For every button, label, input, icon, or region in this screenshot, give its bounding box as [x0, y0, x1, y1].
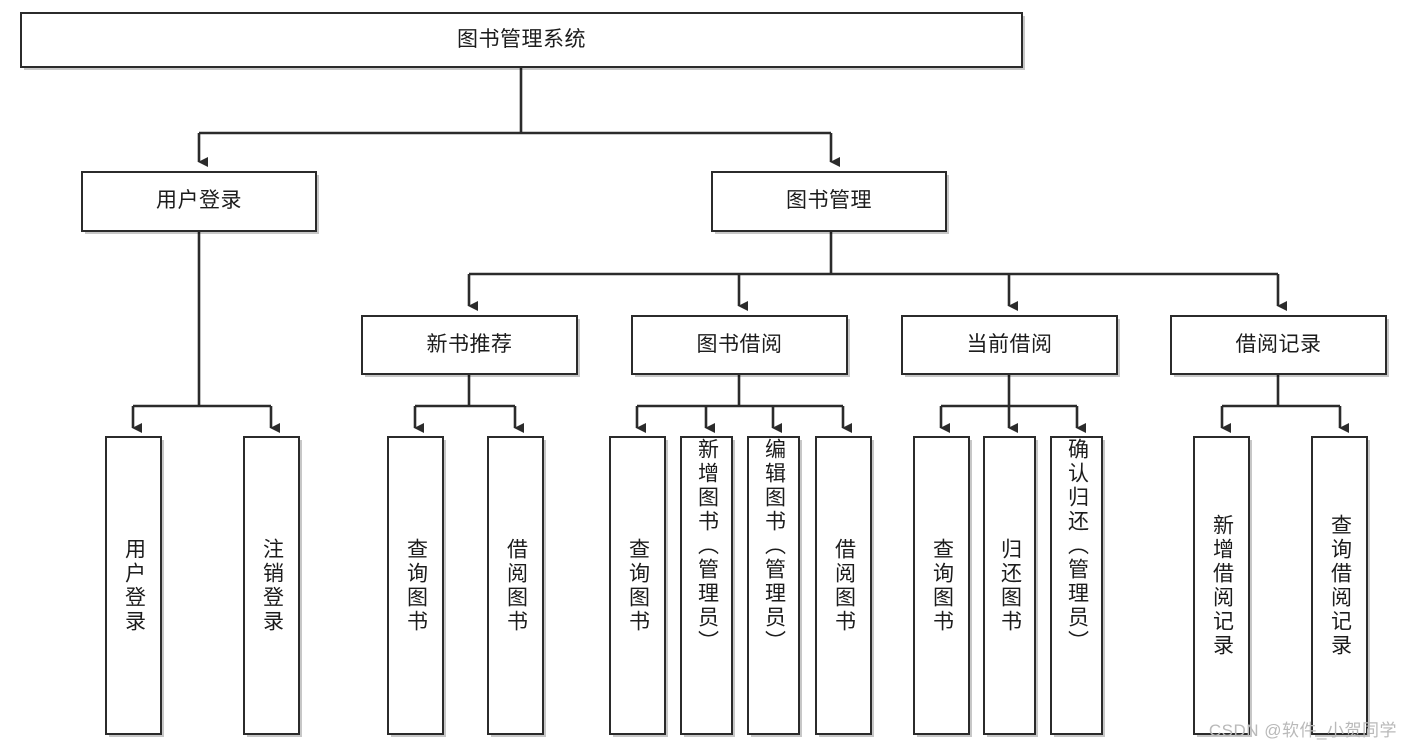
- node-leaf-logout-login[interactable]: 注销登录: [243, 436, 300, 735]
- node-book-management[interactable]: 图书管理: [711, 171, 947, 232]
- node-leaf-return-book-label: 归还图书: [998, 537, 1022, 634]
- node-book-borrow[interactable]: 图书借阅: [631, 315, 848, 375]
- node-leaf-borrow-book-1-label: 借阅图书: [504, 537, 528, 634]
- watermark-text: CSDN @软件_小贺同学: [1208, 721, 1397, 740]
- node-user-login[interactable]: 用户登录: [81, 171, 317, 232]
- node-leaf-add-book-admin-label: 新增图书（管理员）: [695, 438, 719, 654]
- node-leaf-user-login-label: 用户登录: [122, 537, 146, 634]
- node-new-book-recommend-label: 新书推荐: [426, 332, 513, 356]
- node-leaf-add-borrow-record-label: 新增借阅记录: [1210, 513, 1234, 658]
- node-leaf-borrow-book-2-label: 借阅图书: [832, 537, 856, 634]
- node-leaf-add-book-admin[interactable]: 新增图书（管理员）: [680, 436, 733, 735]
- node-leaf-query-book-1-label: 查询图书: [404, 537, 428, 634]
- node-root-label: 图书管理系统: [457, 27, 586, 51]
- node-leaf-query-book-2-label: 查询图书: [626, 537, 650, 634]
- node-user-login-label: 用户登录: [156, 189, 242, 213]
- node-leaf-query-book-3-label: 查询图书: [930, 537, 954, 634]
- node-borrow-record[interactable]: 借阅记录: [1170, 315, 1387, 375]
- node-leaf-confirm-return-admin-label: 确认归还（管理员）: [1065, 438, 1089, 654]
- node-new-book-recommend[interactable]: 新书推荐: [361, 315, 578, 375]
- node-leaf-logout-login-label: 注销登录: [260, 537, 284, 634]
- node-leaf-query-book-2[interactable]: 查询图书: [609, 436, 666, 735]
- node-leaf-query-book-3[interactable]: 查询图书: [913, 436, 970, 735]
- node-leaf-confirm-return-admin[interactable]: 确认归还（管理员）: [1050, 436, 1103, 735]
- node-leaf-borrow-book-2[interactable]: 借阅图书: [815, 436, 872, 735]
- node-leaf-edit-book-admin-label: 编辑图书（管理员）: [762, 438, 786, 654]
- node-leaf-edit-book-admin[interactable]: 编辑图书（管理员）: [747, 436, 800, 735]
- node-current-borrow-label: 当前借阅: [966, 332, 1053, 356]
- node-borrow-record-label: 借阅记录: [1235, 332, 1322, 356]
- node-current-borrow[interactable]: 当前借阅: [901, 315, 1118, 375]
- node-leaf-return-book[interactable]: 归还图书: [983, 436, 1036, 735]
- node-book-borrow-label: 图书借阅: [696, 332, 783, 356]
- node-leaf-borrow-book-1[interactable]: 借阅图书: [487, 436, 544, 735]
- node-book-management-label: 图书管理: [786, 189, 872, 213]
- node-leaf-add-borrow-record[interactable]: 新增借阅记录: [1193, 436, 1250, 735]
- node-leaf-query-borrow-record-label: 查询借阅记录: [1328, 513, 1352, 658]
- node-leaf-user-login[interactable]: 用户登录: [105, 436, 162, 735]
- node-leaf-query-book-1[interactable]: 查询图书: [387, 436, 444, 735]
- node-root[interactable]: 图书管理系统: [20, 12, 1023, 68]
- node-leaf-query-borrow-record[interactable]: 查询借阅记录: [1311, 436, 1368, 735]
